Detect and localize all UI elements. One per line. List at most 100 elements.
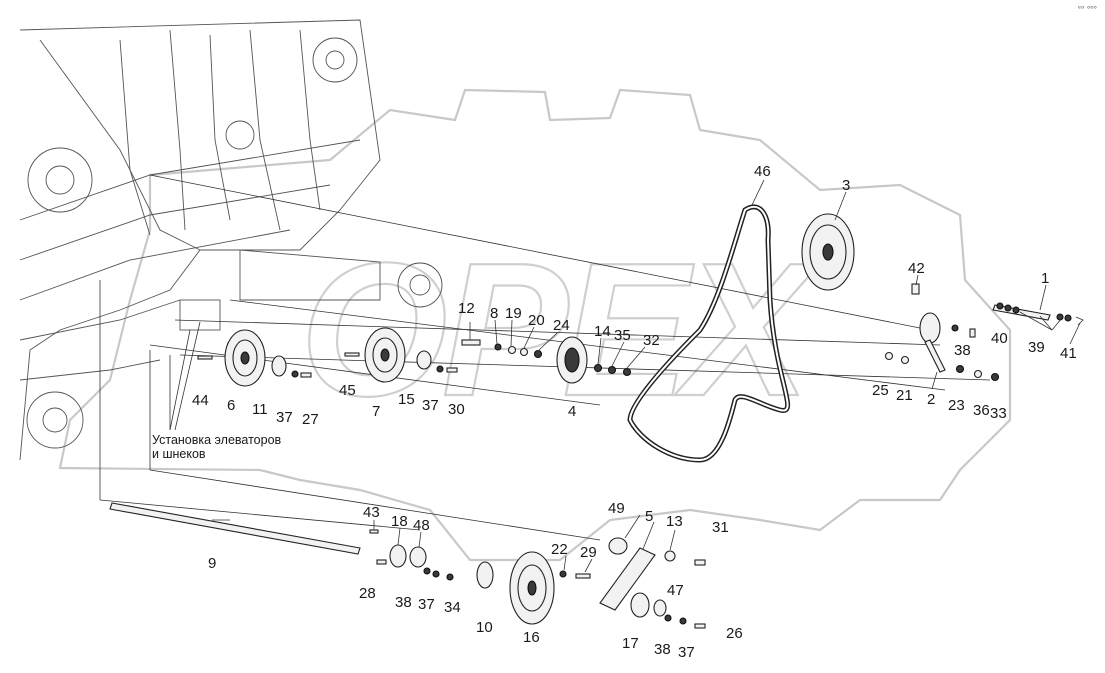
callout-33: 33 bbox=[990, 405, 1007, 422]
callout-10: 10 bbox=[476, 619, 493, 636]
part-37-washer-d bbox=[679, 617, 687, 625]
callout-5: 5 bbox=[645, 508, 653, 525]
callout-26: 26 bbox=[726, 625, 743, 642]
part-27-bolt bbox=[300, 372, 312, 378]
corner-mark: ᵉᵒ ᵒᵒᵒ bbox=[1077, 4, 1097, 13]
part-10-hub bbox=[476, 561, 494, 589]
callout-37-b: 37 bbox=[422, 397, 439, 414]
part-11-bearing bbox=[271, 355, 287, 377]
part-38-washer-c bbox=[423, 567, 431, 575]
part-20-ring bbox=[519, 347, 529, 357]
callout-labels: 1 2 3 4 5 6 7 8 9 10 11 12 13 14 15 16 1… bbox=[192, 163, 1077, 661]
callout-7: 7 bbox=[372, 403, 380, 420]
part-32-ring bbox=[622, 367, 632, 377]
callout-38-a: 38 bbox=[954, 342, 971, 359]
callout-32: 32 bbox=[643, 332, 660, 349]
callout-39: 39 bbox=[1028, 339, 1045, 356]
callout-35: 35 bbox=[614, 327, 631, 344]
caption-line-1: Установка элеваторов bbox=[152, 433, 282, 447]
part-22-ring bbox=[559, 570, 567, 578]
callout-24: 24 bbox=[553, 317, 570, 334]
part-4-pulley bbox=[556, 336, 588, 384]
part-24-ring bbox=[533, 349, 543, 359]
callout-21: 21 bbox=[896, 387, 913, 404]
callout-31: 31 bbox=[712, 519, 729, 536]
part-21-ring bbox=[900, 355, 910, 365]
part-7-pulley bbox=[364, 327, 406, 383]
callout-17: 17 bbox=[622, 635, 639, 652]
callout-38-c: 38 bbox=[654, 641, 671, 658]
callout-22: 22 bbox=[551, 541, 568, 558]
part-48-bearing bbox=[409, 546, 427, 568]
part-6-pulley bbox=[224, 329, 266, 387]
callout-27: 27 bbox=[302, 411, 319, 428]
callout-37-d: 37 bbox=[678, 644, 695, 661]
callout-42: 42 bbox=[908, 260, 925, 277]
callout-28: 28 bbox=[359, 585, 376, 602]
callout-16: 16 bbox=[523, 629, 540, 646]
part-38-washer-d bbox=[664, 614, 672, 622]
callout-37-c: 37 bbox=[418, 596, 435, 613]
callout-6: 6 bbox=[227, 397, 235, 414]
part-45-key bbox=[344, 352, 360, 357]
part-36-ring bbox=[973, 369, 983, 379]
part-15-bearing bbox=[416, 350, 432, 370]
callout-30: 30 bbox=[448, 401, 465, 418]
callout-2: 2 bbox=[927, 391, 935, 408]
part-33-ring bbox=[990, 372, 1000, 382]
part-30-bolt bbox=[446, 367, 458, 373]
callout-23: 23 bbox=[948, 397, 965, 414]
part-23-ring bbox=[955, 364, 965, 374]
callout-46: 46 bbox=[754, 163, 771, 180]
callout-13: 13 bbox=[666, 513, 683, 530]
part-34-nut bbox=[446, 573, 454, 581]
part-42-bolt bbox=[911, 283, 920, 295]
part-38-ring bbox=[951, 324, 959, 332]
callout-47: 47 bbox=[667, 582, 684, 599]
part-9-shaft bbox=[109, 502, 361, 555]
part-25-ring bbox=[884, 351, 894, 361]
callout-29: 29 bbox=[580, 544, 597, 561]
part-5-lever bbox=[599, 547, 656, 611]
part-29-bolt bbox=[575, 573, 591, 579]
part-28-bolt bbox=[376, 559, 387, 565]
part-17-pulley bbox=[630, 592, 650, 618]
part-46-belt bbox=[627, 204, 791, 463]
part-26-bolt bbox=[694, 623, 706, 629]
machine-frame bbox=[19, 19, 443, 461]
caption: Установка элеваторов и шнеков bbox=[152, 433, 282, 461]
leader-lines bbox=[169, 179, 1081, 573]
callout-43: 43 bbox=[363, 504, 380, 521]
callout-41: 41 bbox=[1060, 345, 1077, 362]
callout-34: 34 bbox=[444, 599, 461, 616]
part-31-bolt bbox=[694, 559, 706, 566]
part-2-tensioner bbox=[919, 312, 946, 373]
part-12-pin bbox=[461, 339, 481, 346]
part-3-pulley bbox=[801, 213, 855, 291]
part-37-washer bbox=[291, 370, 299, 378]
callout-4: 4 bbox=[568, 403, 576, 420]
part-13-ring bbox=[664, 550, 676, 562]
part-18-hub bbox=[389, 544, 407, 568]
callout-15: 15 bbox=[398, 391, 415, 408]
callout-8: 8 bbox=[490, 305, 498, 322]
callout-49: 49 bbox=[608, 500, 625, 517]
callout-3: 3 bbox=[842, 177, 850, 194]
callout-11: 11 bbox=[252, 401, 268, 418]
callout-9: 9 bbox=[208, 555, 216, 572]
callout-44: 44 bbox=[192, 392, 209, 409]
callout-14: 14 bbox=[594, 323, 611, 340]
callout-38-b: 38 bbox=[395, 594, 412, 611]
callout-40: 40 bbox=[991, 330, 1008, 347]
part-19-ring bbox=[507, 345, 517, 355]
callout-37-a: 37 bbox=[276, 409, 293, 426]
callout-20: 20 bbox=[528, 312, 545, 329]
callout-19: 19 bbox=[505, 305, 522, 322]
part-47-bearing bbox=[653, 599, 667, 617]
callout-1: 1 bbox=[1041, 270, 1049, 287]
callout-18: 18 bbox=[391, 513, 408, 530]
part-14-ring bbox=[593, 363, 603, 373]
callout-36: 36 bbox=[973, 402, 990, 419]
part-37-washer-c bbox=[432, 570, 440, 578]
